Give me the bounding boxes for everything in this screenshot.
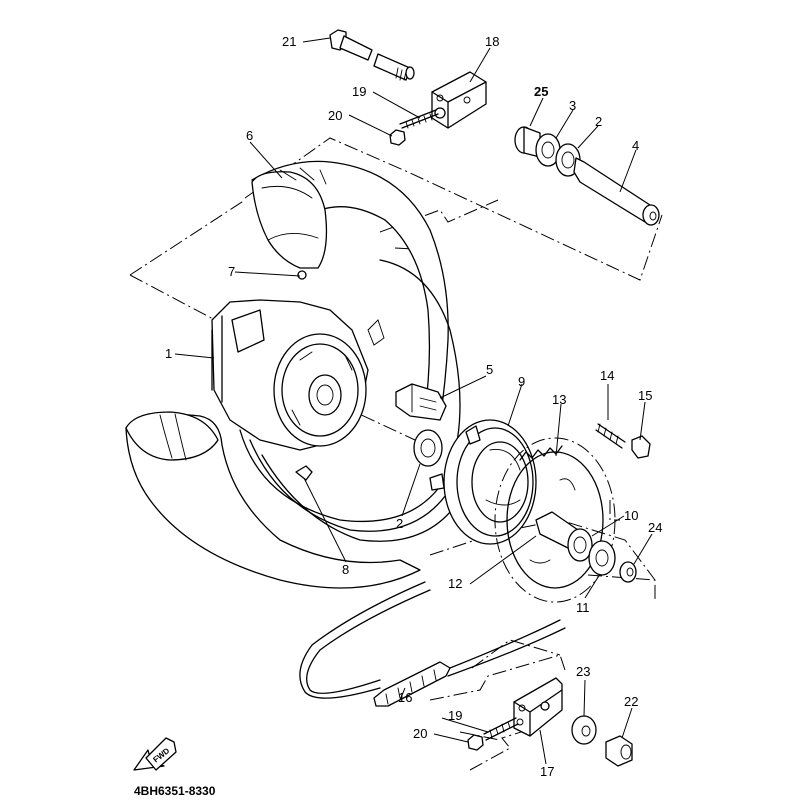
- axle-stack-lower-part: [535, 511, 637, 583]
- shaft-bolt-part: [329, 29, 415, 81]
- forward-direction-badge: FWD: [133, 737, 177, 771]
- washer-part: [571, 715, 597, 745]
- cast-wheel-part: [211, 259, 471, 542]
- callout-20-upper: 20: [328, 108, 342, 123]
- part-code: 4BH6351-8330: [134, 784, 216, 798]
- driven-sprocket-part: [494, 437, 616, 603]
- callout-7: 7: [228, 264, 235, 279]
- chain-puller-left-part: [467, 677, 563, 751]
- callout-21: 21: [282, 34, 296, 49]
- chain-puller-right-part: [389, 71, 487, 146]
- callout-12: 12: [448, 576, 462, 591]
- callout-9: 9: [518, 374, 525, 389]
- callout-4: 4: [632, 138, 639, 153]
- callout-1: 1: [165, 346, 172, 361]
- drive-chain-part: [299, 581, 566, 707]
- callout-10: 10: [624, 508, 638, 523]
- bearing-lower-part: [413, 429, 443, 467]
- callout-2-lower: 2: [396, 516, 403, 531]
- callout-22: 22: [624, 694, 638, 709]
- callout-19-upper: 19: [352, 84, 366, 99]
- clutch-hub-part: [429, 419, 537, 545]
- stud-bolt-part: [595, 423, 651, 459]
- callout-11: 11: [576, 600, 590, 615]
- callout-23: 23: [576, 664, 590, 679]
- callout-15: 15: [638, 388, 652, 403]
- callout-20-lower: 20: [413, 726, 427, 741]
- leader-lines: [174, 37, 653, 765]
- callout-13: 13: [552, 392, 566, 407]
- callout-6: 6: [246, 128, 253, 143]
- callout-3: 3: [569, 98, 576, 113]
- callout-2-upper: 2: [595, 114, 602, 129]
- axle-group-part: [514, 126, 660, 226]
- callout-5: 5: [486, 362, 493, 377]
- callout-18: 18: [485, 34, 499, 49]
- callout-19-lower: 19: [448, 708, 462, 723]
- callout-25: 25: [534, 84, 548, 99]
- callout-labels: 21 18 19 20 25 3 2 4 6 7 1 5 9 13 14 15 …: [165, 34, 662, 779]
- callout-16: 16: [398, 690, 412, 705]
- callout-24: 24: [648, 520, 662, 535]
- damper-part: [395, 383, 447, 421]
- tire-lower-part: [125, 411, 421, 589]
- callout-8: 8: [342, 562, 349, 577]
- callout-14: 14: [600, 368, 614, 383]
- callout-17: 17: [540, 764, 554, 779]
- balance-weight-part: [295, 465, 313, 481]
- axle-nut-part: [605, 735, 633, 767]
